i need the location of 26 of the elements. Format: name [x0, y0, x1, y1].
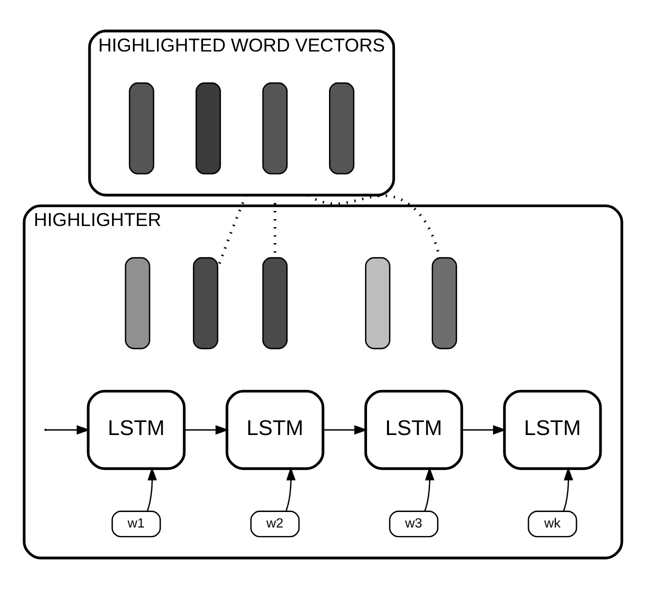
node-bar — [262, 257, 288, 350]
node-box: w3 — [389, 510, 438, 538]
arrow — [46, 425, 90, 435]
node-bar — [262, 82, 288, 174]
arrow — [184, 425, 229, 435]
node-bar — [124, 257, 150, 350]
node-bar — [196, 82, 221, 174]
node-box: wk — [528, 510, 578, 538]
node-bar — [365, 257, 390, 350]
arrow — [424, 466, 434, 512]
node-box: w1 — [112, 510, 161, 538]
node-bar — [329, 82, 354, 174]
arrow — [562, 466, 574, 512]
node-box: LSTM — [226, 390, 324, 470]
cluster: HIGHLIGHTED WORD VECTORS — [88, 30, 396, 196]
node-box: LSTM — [364, 390, 464, 470]
node-box: w2 — [250, 510, 300, 538]
node-bar — [432, 257, 458, 350]
arrow — [323, 425, 368, 435]
arrow — [462, 425, 506, 435]
arrow — [146, 466, 157, 512]
node-box: LSTM — [503, 390, 602, 470]
node-bar — [192, 257, 218, 350]
node-bar — [128, 82, 154, 174]
arrow — [285, 466, 296, 512]
node-box: LSTM — [86, 390, 186, 470]
